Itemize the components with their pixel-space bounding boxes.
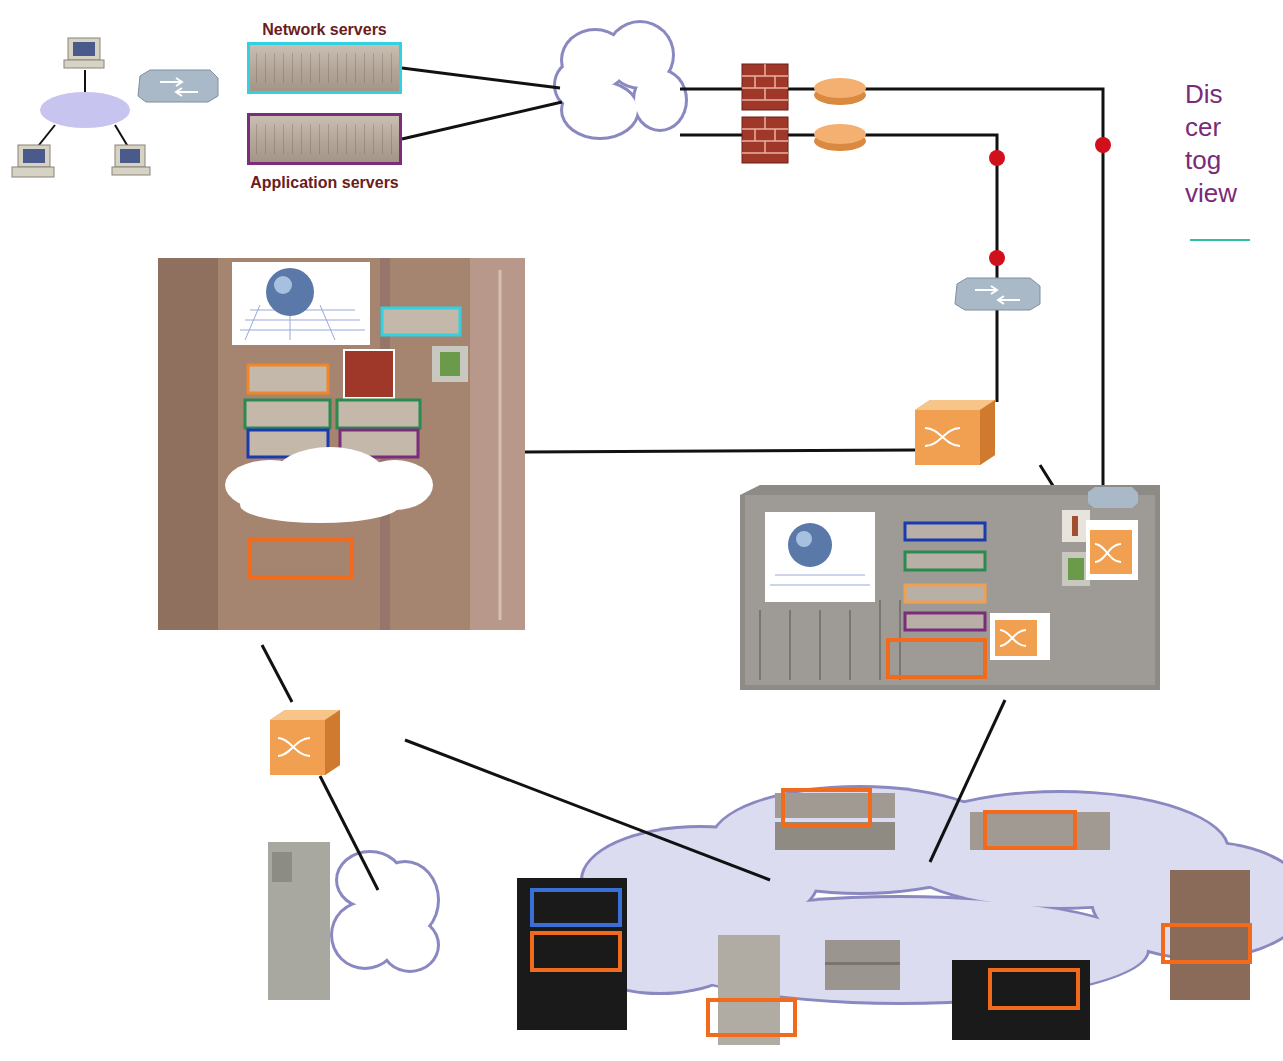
network-switch [955, 278, 1040, 310]
server-heading: Network servers [220, 21, 429, 39]
storage-devices [268, 790, 1250, 1045]
server-heading: Application servers [220, 174, 429, 192]
san-switch [915, 400, 995, 465]
router-icons [814, 78, 866, 151]
lan-switch [138, 70, 218, 102]
firewall-icons [742, 64, 788, 163]
small-cloud [330, 850, 440, 973]
lan-clients [12, 38, 150, 177]
san-switch [270, 710, 340, 775]
accent-rule [1190, 239, 1250, 241]
server-box: Network servers [247, 42, 402, 94]
storage-cloud [570, 785, 1283, 1005]
side-note: Dis cer tog view [1185, 78, 1257, 210]
server-box: Application servers [247, 113, 402, 165]
connection-dots [989, 137, 1111, 266]
wan-cloud [553, 20, 688, 140]
blade-chassis [740, 485, 1160, 690]
network-wires [262, 68, 1103, 890]
mainframe [158, 258, 525, 630]
